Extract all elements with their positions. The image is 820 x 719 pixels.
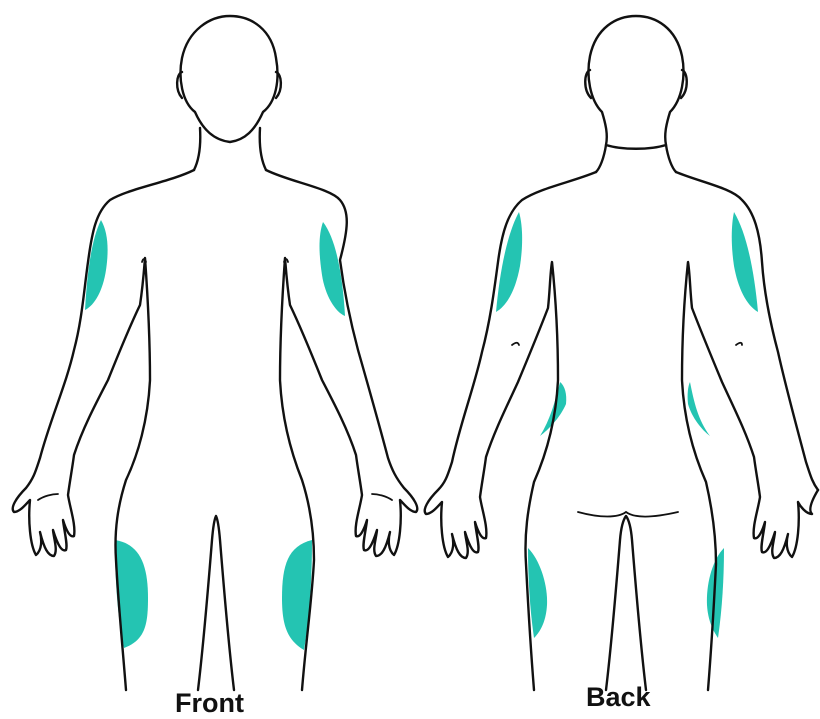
back-right-arm-inner (682, 262, 818, 690)
back-buttocks-line (578, 512, 678, 517)
back-neck-left (596, 145, 606, 172)
back-left-upper-arm-zone (732, 212, 758, 312)
front-head-outline (181, 16, 278, 142)
back-inner-legs (606, 516, 646, 690)
front-right-palm-line (38, 494, 58, 500)
front-neck-left (194, 128, 200, 170)
back-right-hip-zone (540, 382, 566, 436)
front-neck-right (260, 128, 266, 170)
front-inner-legs (198, 516, 234, 690)
back-body-outline-right (676, 172, 818, 490)
back-label: Back (586, 684, 651, 711)
front-label: Front (175, 690, 244, 717)
back-head-outline (589, 16, 684, 149)
front-left-palm-line (372, 494, 392, 500)
back-right-elbow-mark (512, 343, 519, 345)
back-figure (425, 16, 818, 690)
back-left-elbow-mark (736, 343, 742, 345)
back-right-upper-arm-zone (496, 212, 522, 312)
back-neck-right (666, 145, 676, 172)
front-figure (13, 16, 418, 690)
back-right-thigh-zone (528, 548, 547, 638)
back-left-hip-zone (688, 382, 710, 436)
